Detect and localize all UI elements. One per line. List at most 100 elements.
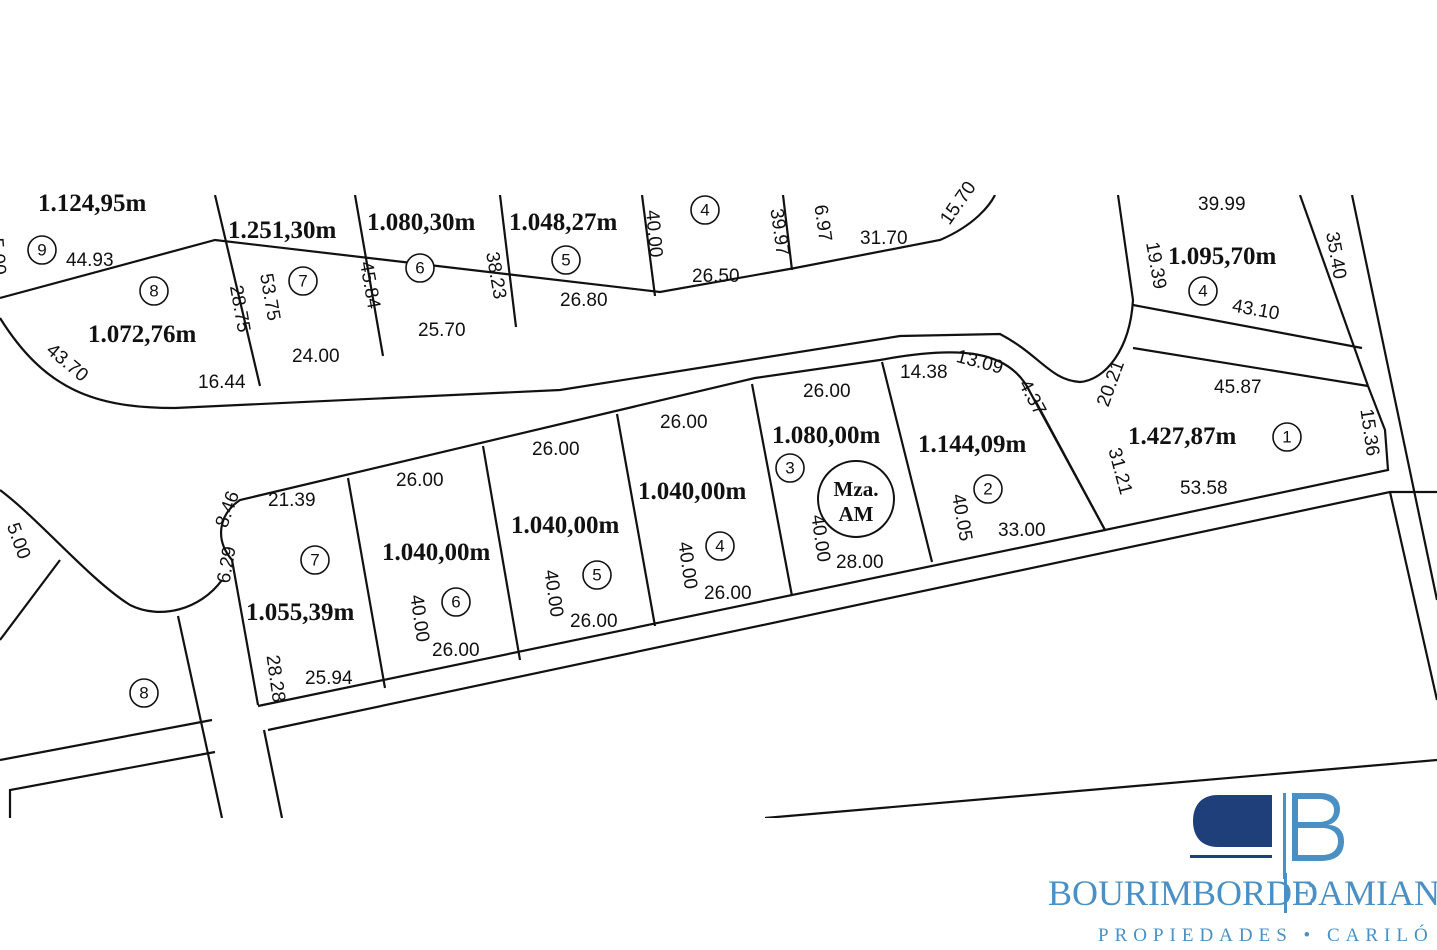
lot-dimension: 40.00	[641, 209, 666, 258]
lot-dimension: 44.93	[66, 250, 114, 271]
block-am-outline	[220, 351, 1390, 706]
lot-dimension: 26.00	[532, 439, 580, 460]
lot-dimension: 43.70	[42, 340, 92, 387]
lot-dimension: 26.50	[692, 266, 740, 287]
lot-number: 5	[592, 566, 601, 585]
lot-area: 1.072,76m	[88, 321, 197, 348]
lot-number: 7	[298, 272, 307, 291]
lot-dimension: 13.09	[954, 346, 1005, 379]
lot-number-circle	[129, 678, 159, 708]
lot-number-circle	[139, 276, 169, 306]
logo-mark-d	[1193, 795, 1272, 847]
lot-number-circle	[973, 474, 1003, 504]
lot-dimension: 31.21	[1103, 446, 1136, 497]
lot-number-circle	[1272, 422, 1302, 452]
lot-dimension: 39.99	[1198, 194, 1246, 215]
lot-dimension: 45.87	[1214, 377, 1262, 398]
lot-number: 6	[415, 259, 424, 278]
lot-dimension: 6.29	[214, 545, 241, 585]
lot-dimension: 45.84	[355, 260, 384, 311]
west-block-curve	[0, 489, 223, 613]
lot-number: 2	[983, 480, 992, 499]
lot-number: 4	[1198, 282, 1207, 301]
lot-dimension: 40.00	[405, 593, 432, 643]
brand-logo: BOURIMBORDE DAMIANI PROPIEDADES • CARILÓ	[1048, 793, 1437, 946]
lot-number: 4	[700, 201, 709, 220]
lot-number: 6	[451, 593, 460, 612]
west-street-line	[0, 718, 213, 762]
lot-dimension: 28.75	[225, 284, 254, 334]
lot-dimension: 26.00	[570, 611, 618, 632]
lot-area: 1.080,00m	[772, 422, 881, 449]
lot-number-circle	[288, 266, 318, 296]
lot-number-circle	[1188, 276, 1218, 306]
lot-number: 8	[149, 282, 158, 301]
lot-dimension: 39.97	[765, 207, 792, 257]
lot-number-circle	[27, 235, 57, 265]
lot-dimension: 26.80	[560, 290, 608, 311]
north-divider-b	[353, 194, 385, 357]
lot-dimension: 25.94	[305, 668, 353, 689]
lot-number-circle	[582, 560, 612, 590]
am-divider-d	[750, 383, 794, 597]
lot-dimension: 25.70	[418, 320, 466, 341]
ne-lot-line-3	[1298, 194, 1370, 387]
lot-number-circle	[441, 587, 471, 617]
lot-number-circle	[551, 245, 581, 275]
west-lot: 5.00 8	[2, 520, 159, 708]
am-divider-b	[481, 445, 522, 661]
plan-linework	[0, 194, 1437, 820]
lot-dimension: 26.00	[432, 640, 480, 661]
lot-dimension: 26.00	[704, 583, 752, 604]
lot-dimension: 28.28	[262, 654, 289, 704]
lot-dimension: 21.39	[268, 490, 316, 511]
lot-number: 1	[1282, 428, 1291, 447]
lot-dimension: 28.00	[836, 552, 884, 573]
lot-dimension: 43.10	[1230, 296, 1280, 325]
am-divider-a	[346, 477, 387, 689]
lot-number: 5	[561, 251, 570, 270]
lot-area: 1.251,30m	[228, 217, 337, 244]
north-lots: 1.124,95m 5.00 9 44.93 8 1.072,76m 28.75…	[0, 178, 1350, 393]
lot-dimension: 35.40	[1321, 230, 1350, 280]
lot-dimension: 19.39	[1141, 240, 1170, 290]
lot-area: 1.040,00m	[638, 478, 747, 505]
lot-number: 9	[37, 241, 46, 260]
lot-area: 1.080,30m	[367, 209, 476, 236]
north-divider-c	[498, 194, 518, 328]
south-street-line-lower	[764, 758, 1437, 820]
ne-lot-line-1	[1132, 303, 1363, 350]
brand-tagline: PROPIEDADES • CARILÓ	[1098, 924, 1434, 946]
brand-name-first: BOURIMBORDE	[1048, 873, 1314, 913]
lot-dimension: 26.00	[396, 470, 444, 491]
logo-mark-divider	[1283, 793, 1286, 879]
block-am-lots: 21.39 8.46 6.29 7 1.055,39m 28.28 25.94 …	[212, 346, 1383, 704]
brand-name-second: DAMIANI	[1292, 873, 1437, 913]
lot-dimension: 40.00	[539, 568, 566, 618]
west-street-side	[262, 729, 284, 819]
west-street-line-2	[8, 750, 216, 818]
am-divider-c	[615, 413, 657, 627]
lot-number: 8	[139, 684, 148, 703]
ne-lot-line-2	[1132, 346, 1369, 388]
block-label-line2: AM	[839, 502, 874, 526]
lot-dimension: 5.00	[2, 520, 34, 562]
lot-number: 3	[785, 459, 794, 478]
lot-dimension: 38.23	[481, 250, 510, 300]
north-block-front-line	[0, 194, 1135, 410]
lot-dimension: 40.05	[947, 492, 976, 542]
lot-dimension: 26.00	[803, 381, 851, 402]
block-label-circle	[817, 460, 895, 538]
block-am-rear-line	[257, 528, 1106, 708]
lot-area: 1.048,27m	[509, 209, 618, 236]
lot-dimension: 53.58	[1180, 478, 1228, 499]
lot-dimension: 5.00	[0, 237, 10, 276]
lot-dimension: 8.46	[212, 488, 244, 530]
lot-dimension: 4.37	[1014, 376, 1050, 419]
top-blank-area	[0, 0, 1437, 195]
lot-dimension: 20.21	[1093, 358, 1129, 410]
bottom-blank-area	[0, 818, 1437, 950]
lot-number: 7	[310, 551, 319, 570]
lot-dimension: 26.00	[660, 412, 708, 433]
